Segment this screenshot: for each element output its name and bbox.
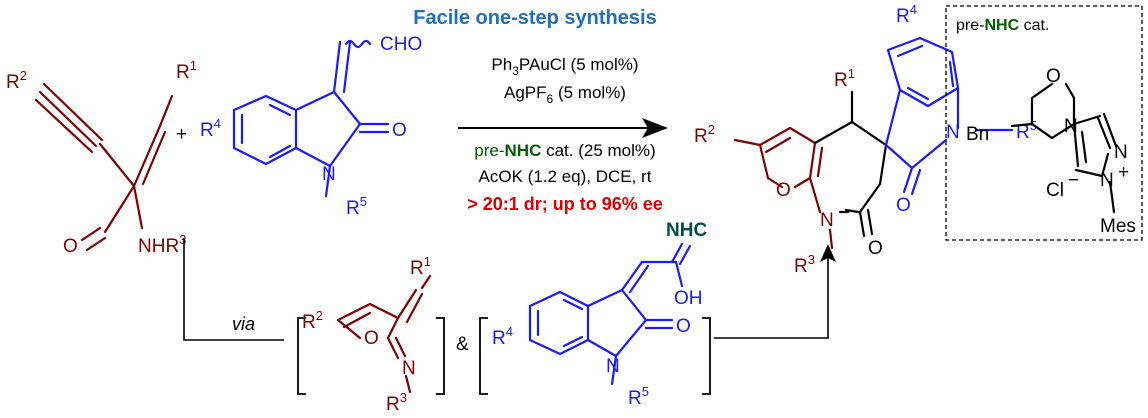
spirooxindole-product: N R5 O R4 R1 R2 O N R3 O (694, 2, 1037, 277)
selectivity-text: > 20:1 dr; up to 96% ee (467, 194, 663, 214)
enol-oh: OH (674, 288, 703, 309)
int-isatin-o: O (676, 316, 691, 337)
product-r4-label: R (896, 6, 910, 27)
product-oxindole-n: N (946, 122, 960, 143)
int-isatin-n: N (606, 356, 620, 377)
svg-text:N: N (1064, 116, 1078, 137)
product-lactam-o: O (868, 238, 883, 259)
product-oxindole-o: O (896, 195, 911, 216)
r1-label: R (176, 62, 190, 83)
product-r1-label: R (834, 70, 848, 91)
int-furan-o: O (364, 328, 379, 349)
svg-text:N: N (1114, 142, 1128, 163)
int-r3-label: R (386, 394, 400, 415)
product-lactam-n: N (820, 210, 834, 231)
isatin-o: O (392, 120, 407, 141)
product-r5-label: R (1016, 122, 1030, 143)
svg-text:R1: R1 (834, 66, 855, 91)
product-furan-o: O (776, 180, 791, 201)
r4-label: R (200, 120, 214, 141)
svg-text:R3: R3 (794, 252, 815, 277)
chloride-label: Cl (1046, 180, 1064, 201)
svg-text:R4: R4 (200, 116, 221, 141)
svg-text:R5: R5 (346, 194, 367, 219)
svg-text:pre-NHC cat. (25 mol%): pre-NHC cat. (25 mol%) (474, 141, 655, 160)
cho-label: CHO (380, 34, 422, 55)
svg-text:R2: R2 (302, 308, 323, 333)
nhc-label: NHC (666, 220, 707, 241)
svg-text:R2: R2 (694, 122, 715, 147)
svg-text:R1: R1 (176, 58, 197, 83)
ampersand: & (456, 334, 469, 355)
via-pathway: via R2 O R1 N R3 & (183, 220, 836, 415)
int-r2-label: R (302, 312, 316, 333)
svg-text:Ph3PAuCl (5 mol%): Ph3PAuCl (5 mol%) (491, 55, 638, 78)
reaction-conditions: Ph3PAuCl (5 mol%) AgPF6 (5 mol%) pre-NHC… (458, 55, 668, 214)
svg-text:R5: R5 (1016, 118, 1037, 143)
svg-text:N: N (1100, 170, 1114, 191)
svg-text:R1: R1 (410, 254, 431, 279)
enyne-amide-reactant: R2 R1 O NHR3 (6, 58, 197, 257)
r5-label: R (346, 198, 360, 219)
svg-text:R4: R4 (492, 324, 513, 349)
svg-text:−: − (1068, 170, 1079, 191)
int-imine-n: N (402, 358, 416, 379)
svg-text:O: O (1046, 66, 1061, 87)
precatalyst-box: pre-NHC cat. O N N N + Bn Cl − Mes (945, 5, 1143, 241)
bn-label: Bn (966, 124, 989, 145)
via-arrowhead (820, 244, 836, 262)
svg-text:R4: R4 (896, 2, 917, 27)
svg-text:pre-NHC cat.: pre-NHC cat. (956, 17, 1049, 34)
int-r5-label: R (628, 388, 642, 409)
svg-text:AcOK (1.2 eq), DCE, rt: AcOK (1.2 eq), DCE, rt (479, 167, 652, 186)
r2-label: R (6, 72, 20, 93)
mes-label: Mes (1100, 216, 1136, 237)
product-r2-label: R (694, 126, 708, 147)
product-r3-label: R (794, 256, 808, 277)
scheme-title: Facile one-step synthesis (413, 7, 656, 29)
int-r1-label: R (410, 258, 424, 279)
isatin-n: N (322, 164, 336, 185)
svg-text:+: + (1118, 162, 1129, 183)
svg-text:NHR3: NHR3 (138, 232, 186, 257)
reaction-arrowhead (642, 118, 668, 138)
nhr3-label: NHR (138, 236, 179, 257)
plus-sign: + (176, 124, 187, 145)
isatin-aldehyde-reactant: CHO O R4 N R5 (200, 34, 422, 219)
svg-text:R3: R3 (386, 390, 407, 415)
svg-text:R2: R2 (6, 68, 27, 93)
svg-text:R5: R5 (628, 384, 649, 409)
int-r4-label: R (492, 328, 506, 349)
svg-text:AgPF6 (5 mol%): AgPF6 (5 mol%) (504, 83, 626, 106)
carbonyl-o: O (63, 236, 78, 257)
via-label: via (232, 314, 255, 334)
